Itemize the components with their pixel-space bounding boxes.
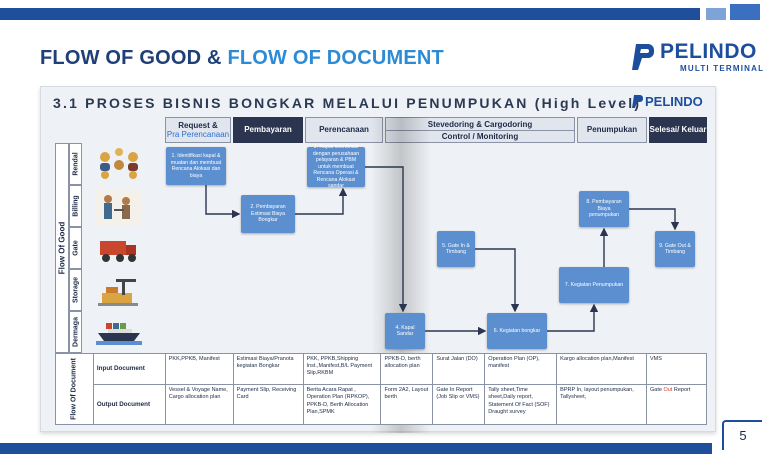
phase-stevedoring-label: Stevedoring & Cargodoring — [386, 118, 574, 131]
output-cell: Vessel & Voyage Name, Cargo allocation p… — [164, 384, 234, 425]
pelindo-logo: PELINDO MULTI TERMINAL — [630, 40, 770, 76]
output-cell: Form 2A2, Layout berth — [380, 384, 434, 425]
output-cell: Payment Slip, Receiving Card — [232, 384, 304, 425]
phase-penumpukan: Penumpukan — [577, 117, 647, 143]
row-rendal: Rendal — [69, 143, 82, 185]
arrow-1-2 — [205, 185, 241, 219]
flow-arrows — [205, 166, 680, 336]
flow-of-document-label: Flow Of Document — [55, 353, 94, 425]
input-document-label: Input Document — [92, 352, 166, 386]
step-3-box: 3. Rapat koordinasi dengan perusahaan pe… — [307, 144, 365, 189]
phase-selesai: Selesai/ Keluar — [649, 117, 707, 143]
phase-pembayaran-label: Pembayaran — [244, 125, 292, 135]
arrow-6-7 — [547, 303, 599, 332]
panel-logo-text: PELINDO — [645, 94, 703, 109]
slide-title: FLOW OF GOOD & FLOW OF DOCUMENT — [40, 47, 444, 70]
input-cell: Surat Jalan (DO) — [432, 352, 486, 386]
flow-of-good-rows: Flow Of Good Rendal Billing Gate Storage… — [55, 143, 93, 353]
truck-icon — [93, 229, 145, 269]
arrow-5-6 — [475, 248, 520, 313]
input-cell: Operation Plan (OP), manifest — [484, 352, 558, 386]
panel-logo-mark-icon — [632, 95, 643, 108]
logo-subtitle: MULTI TERMINAL — [680, 64, 765, 73]
people-group-icon — [93, 145, 145, 185]
top-notch-dark — [730, 4, 760, 20]
input-cell: PKK, PPKB,Shipping Inst.,Manifest,B/L Pa… — [302, 352, 382, 386]
meeting-icon — [93, 187, 145, 227]
crane-icon — [93, 271, 145, 311]
output-cell: BPRP In, layout penumpukan, Tallysheet, — [556, 384, 648, 425]
gate-out-report: Report — [673, 387, 691, 394]
flow-of-document-table: Flow Of Document Input Document PKK,PPKB… — [55, 352, 707, 425]
panel-title: 3.1 PROSES BISNIS BONGKAR MELALUI PENUMP… — [53, 95, 642, 111]
step-1-box: 1. Identifikasi kapal & muatan dan membu… — [166, 147, 226, 185]
bottom-banner — [0, 443, 712, 454]
flow-of-good-label: Flow Of Good — [55, 143, 69, 353]
row-storage: Storage — [69, 269, 82, 311]
phase-selesai-label: Selesai/ Keluar — [649, 125, 707, 135]
row-dermaga: Dermaga — [69, 311, 82, 353]
phase-penumpukan-label: Penumpukan — [586, 125, 638, 135]
output-cell: Tally sheet,Time sheet,Daily report, Sta… — [484, 384, 558, 425]
panel-logo: PELINDO — [631, 94, 703, 109]
phase-stevedoring: Stevedoring & Cargodoring Control / Moni… — [385, 117, 575, 143]
output-cell: Gate In Report (Job Slip or VMS) — [432, 384, 486, 425]
flow-of-document-text: Flow Of Document — [70, 358, 78, 420]
input-cell: Estimasi Biaya/Pranota kegiatan Bongkar — [232, 352, 304, 386]
pelindo-mark-icon — [632, 44, 654, 70]
phase-pembayaran: Pembayaran — [233, 117, 303, 143]
title-flow-of-good: FLOW OF GOOD & — [40, 47, 228, 69]
phase-request: Request & Pra Perencanaan — [165, 117, 231, 143]
output-document-row: Output Document Vessel & Voyage Name, Ca… — [56, 384, 707, 425]
input-cell: VMS — [646, 352, 707, 386]
title-flow-of-document: FLOW OF DOCUMENT — [227, 47, 444, 69]
arrow-3-4 — [365, 166, 408, 313]
input-cell: Kargo allocation plan,Manifest — [556, 352, 648, 386]
step-4-box: 4. Kapal Sandar — [385, 313, 425, 349]
input-document-row: Flow Of Document Input Document PKK,PPKB… — [55, 352, 707, 425]
output-cell-gate-out: Gate Out Report — [646, 384, 707, 425]
row-gate: Gate — [69, 227, 82, 269]
page-number: 5 — [722, 420, 762, 450]
logo-name: PELINDO — [660, 40, 757, 63]
top-banner — [0, 0, 771, 20]
gate-out-red: Out — [663, 387, 673, 394]
output-document-label: Output Document — [92, 384, 166, 425]
top-band — [0, 8, 700, 20]
step-2-box: 2. Pembayaran Estimasi Biaya Bongkar — [241, 195, 295, 233]
phase-perencanaan: Perencanaan — [305, 117, 383, 143]
step-6-box: 6. Kegiatan bongkar — [487, 313, 547, 349]
ship-icon — [93, 313, 145, 351]
step-7-box: 7. Kegiatan Penumpukan — [559, 267, 629, 303]
phase-perencanaan-label: Perencanaan — [319, 125, 369, 135]
process-panel: 3.1 PROSES BISNIS BONGKAR MELALUI PENUMP… — [40, 86, 716, 433]
arrow-8-9 — [629, 208, 680, 231]
step-5-box: 5. Gate In & Timbang — [437, 231, 475, 267]
input-cell: PPKB-D, berth allocation plan — [380, 352, 434, 386]
phase-request-sub: Pra Perencanaan — [166, 130, 230, 139]
row-billing: Billing — [69, 185, 82, 227]
step-8-box: 8. Pembayaran Biaya penumpukan — [579, 191, 629, 227]
output-cell: Berita Acara Rapat , Operation Plan (RPK… — [302, 384, 382, 425]
phase-control-label: Control / Monitoring — [441, 132, 519, 141]
input-cell: PKK,PPKB, Manifest — [164, 352, 234, 386]
arrow-2-3 — [295, 187, 348, 215]
step-9-box: 9. Gate Out & Timbang — [655, 231, 695, 267]
phase-request-label: Request & — [178, 120, 218, 130]
top-notch-light — [706, 8, 726, 20]
gate-out-prefix: Gate — [650, 387, 664, 394]
